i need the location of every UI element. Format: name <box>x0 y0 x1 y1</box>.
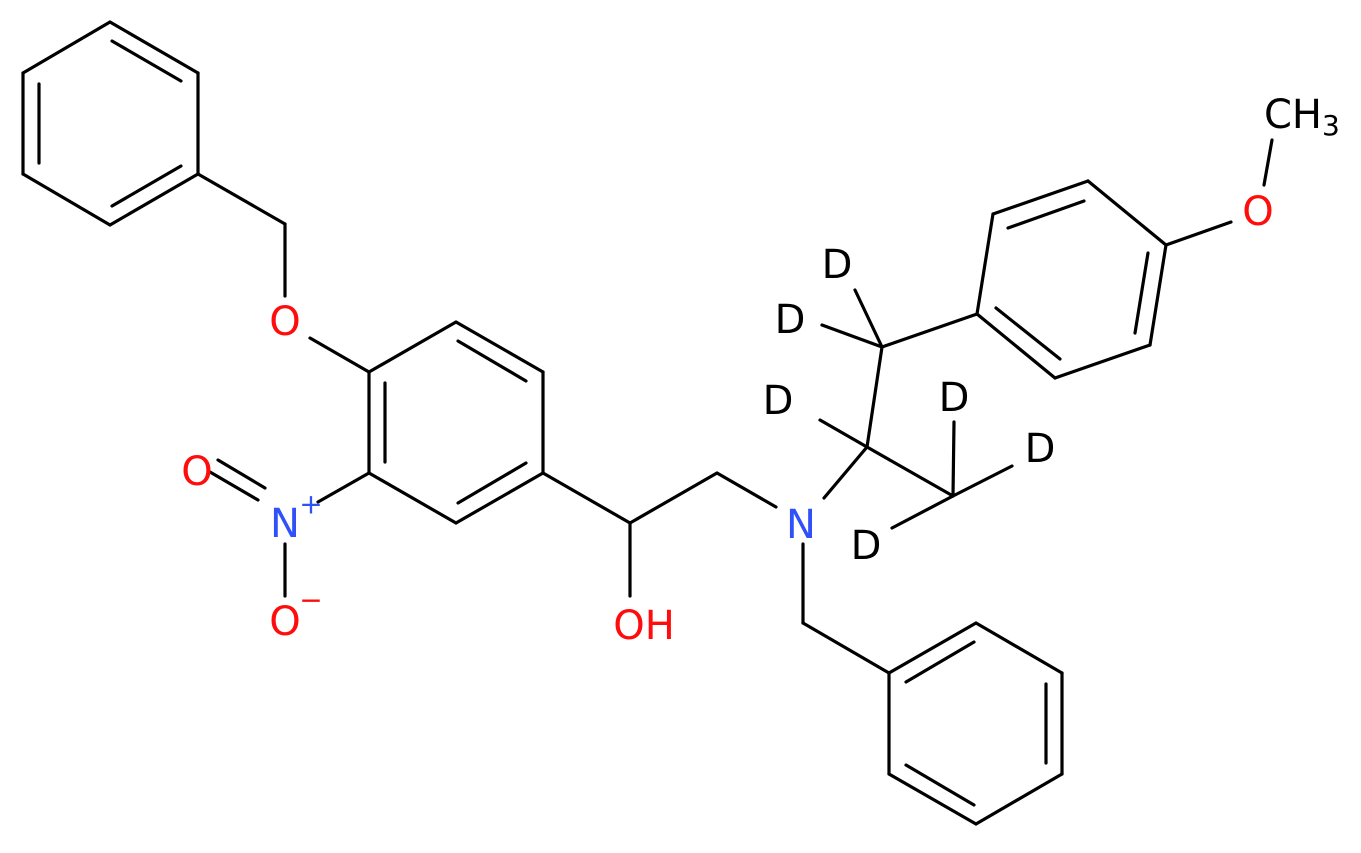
bond <box>801 621 891 675</box>
deuterium-label: D <box>939 375 970 421</box>
bond <box>880 312 979 349</box>
bond <box>887 621 978 675</box>
bond <box>456 339 528 383</box>
bond <box>974 772 1064 826</box>
bond <box>1086 179 1168 247</box>
methoxy-oxygen-label: O <box>1242 189 1273 235</box>
methyl-subscript: 3 <box>1322 109 1340 142</box>
bond <box>308 336 371 374</box>
bond <box>991 179 1090 216</box>
deuterium-label: D <box>1025 426 1056 472</box>
bond <box>1148 243 1168 347</box>
bond <box>316 471 371 504</box>
bond <box>1133 251 1150 335</box>
bond <box>865 445 955 498</box>
bond <box>820 323 884 349</box>
bond <box>21 20 112 75</box>
bond <box>196 172 287 226</box>
nitro-nitrogen-charge: + <box>299 488 322 521</box>
methyl-text: CH <box>1264 92 1322 138</box>
bond <box>367 320 458 374</box>
bond <box>108 172 200 227</box>
deuterium-label: D <box>822 242 853 288</box>
bond <box>454 320 545 374</box>
nitro-oxygen-charge: − <box>299 584 322 617</box>
hydroxyl-label: OH <box>613 603 675 649</box>
bond <box>110 164 183 208</box>
bond <box>975 212 995 316</box>
bond <box>890 494 955 530</box>
deuterium-label: D <box>763 378 794 424</box>
bond <box>853 288 884 349</box>
bond <box>1164 220 1233 247</box>
bond <box>208 470 260 502</box>
bond <box>865 345 884 449</box>
amine-nitrogen-label: N <box>786 502 816 548</box>
bond <box>367 471 458 525</box>
deuterium-label: D <box>775 297 806 343</box>
bond <box>904 640 976 684</box>
benzyl-ring-top <box>21 20 200 227</box>
bond <box>541 471 632 525</box>
bond <box>951 420 956 498</box>
bond <box>1053 343 1152 380</box>
bond <box>21 172 112 227</box>
bond <box>216 458 267 490</box>
methoxyphenyl-ring <box>975 179 1168 380</box>
nitro-nitrogen-label: N <box>270 501 300 547</box>
bond <box>628 471 719 525</box>
central-ring <box>367 320 545 525</box>
methyl-label: CH3 <box>1264 92 1340 142</box>
bond <box>456 461 528 505</box>
bond <box>1006 199 1086 230</box>
bond <box>715 471 778 509</box>
bond <box>1262 138 1274 187</box>
benzyl-ring-bottom <box>887 621 1064 826</box>
bond <box>110 39 183 83</box>
nitro-oxygen-bottom-label: O <box>269 599 300 645</box>
bond <box>887 772 978 826</box>
bond <box>454 471 545 525</box>
deuterium-label: D <box>851 523 882 569</box>
bond <box>818 418 869 449</box>
bond <box>108 20 200 75</box>
nitro-oxygen-top-label: O <box>181 449 212 495</box>
bond <box>904 763 976 807</box>
bond <box>994 306 1062 361</box>
ether-oxygen-label: O <box>269 299 300 345</box>
bond <box>975 312 1057 380</box>
bond <box>822 445 869 500</box>
bond <box>951 464 1014 498</box>
bond <box>974 621 1064 675</box>
